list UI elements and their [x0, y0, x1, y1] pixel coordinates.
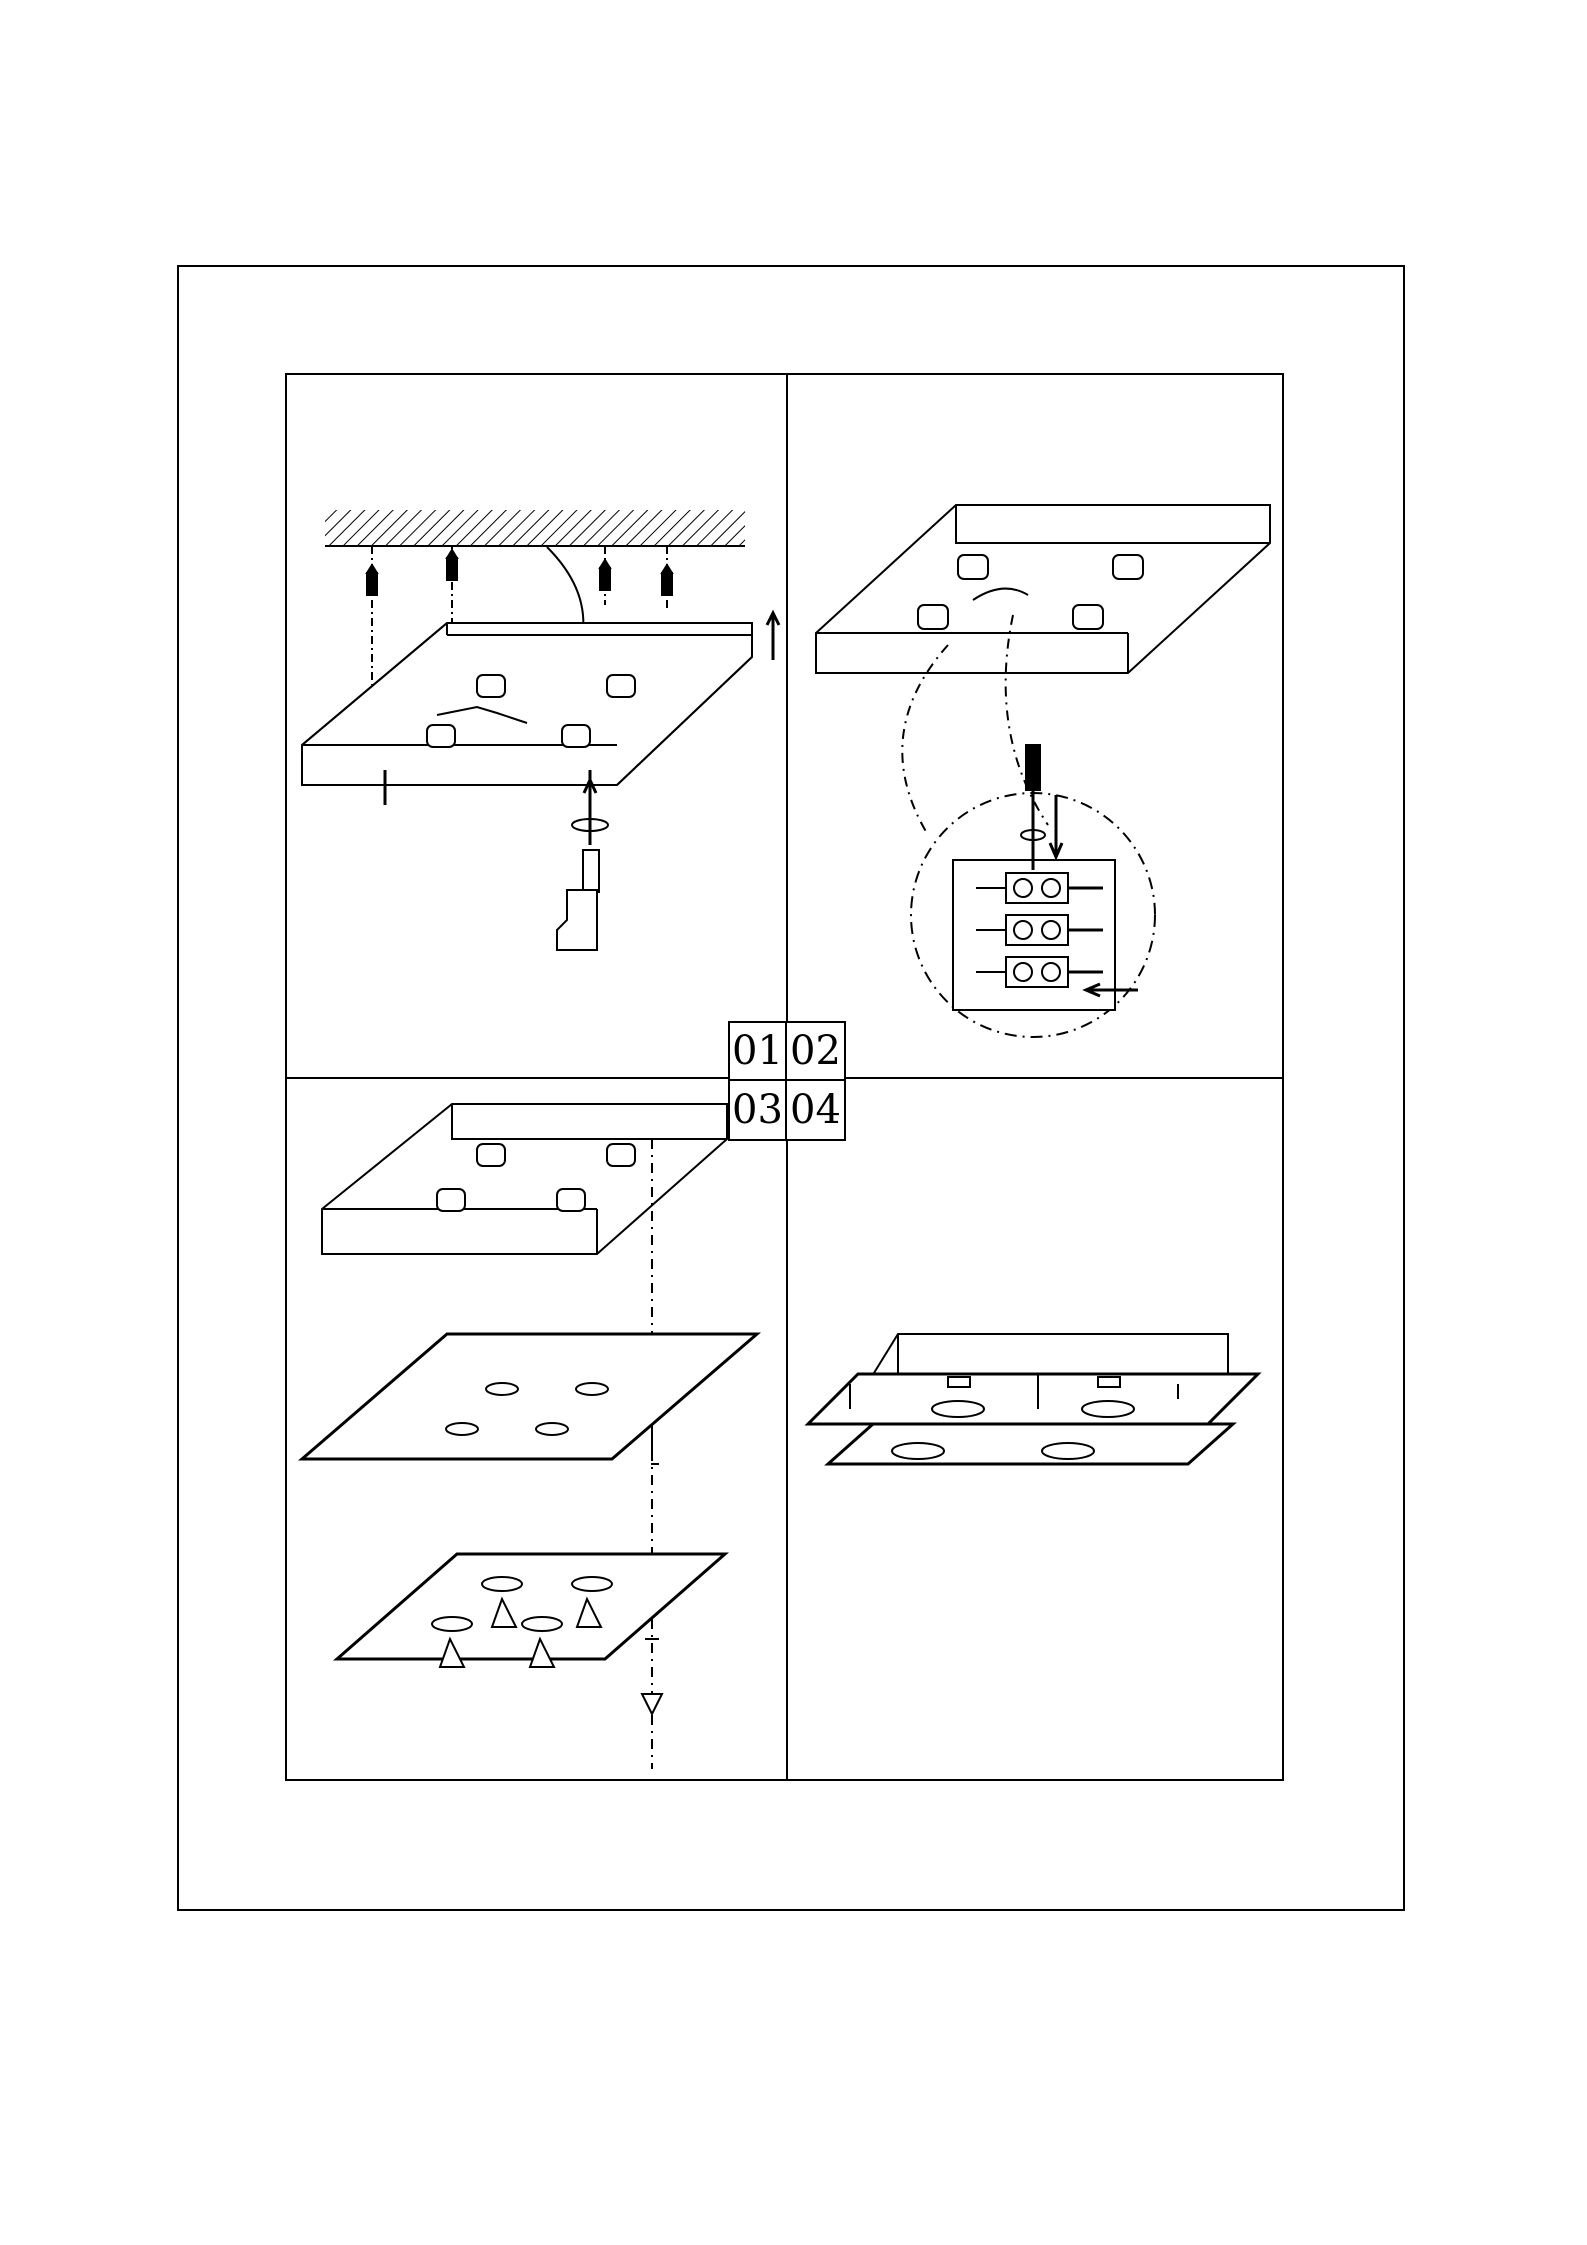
panel-step-01: [287, 375, 786, 1077]
finished-fixture-icon: [788, 1079, 1284, 1781]
panel-step-04: [788, 1079, 1284, 1781]
step-label-01: 01: [730, 1023, 787, 1081]
panel-step-03: [287, 1079, 786, 1781]
ceiling-mounting-icon: [287, 375, 786, 1077]
wiring-terminal-icon: [788, 375, 1284, 1077]
step-label-04: 04: [787, 1081, 844, 1139]
panel-assembly-icon: [287, 1079, 786, 1781]
step-label-03: 03: [730, 1081, 787, 1139]
panel-step-02: [788, 375, 1284, 1077]
instruction-grid: 01 02 03 04: [285, 373, 1284, 1781]
step-number-grid: 01 02 03 04: [728, 1021, 846, 1141]
step-label-02: 02: [787, 1023, 844, 1081]
